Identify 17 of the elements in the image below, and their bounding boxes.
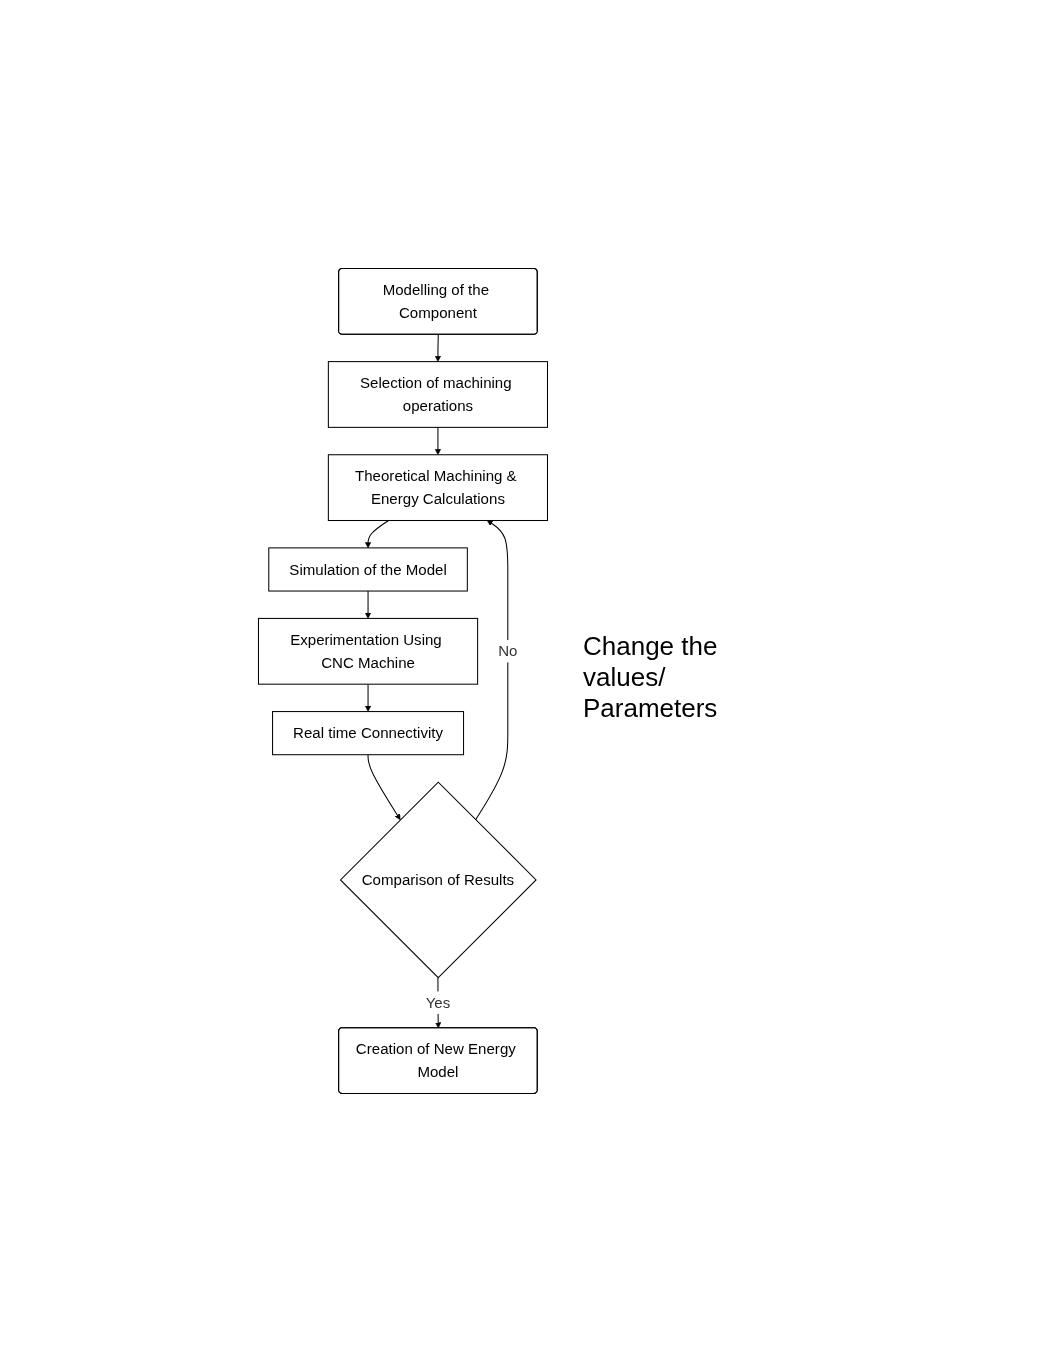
- arrow: [475, 520, 509, 821]
- arrow: [367, 754, 401, 821]
- flowchart: Yes No Modelling of the Component Selection of machining operations Theoretical Machining & Energy Calculations Simulation of the Model Experimentation Using CNC Machine Real time Connectivity Comparison of Results Creation of New Energy Model: [253, 263, 553, 1099]
- node-box: [257, 617, 479, 685]
- node-box: [268, 547, 468, 592]
- note: Change the values/ Parameters: [583, 630, 719, 724]
- arrow: [434, 334, 441, 362]
- edge-label: Yes: [425, 994, 451, 1012]
- arrow: [365, 520, 390, 549]
- arrow: [434, 426, 441, 456]
- arrow: [365, 590, 372, 619]
- node-box: [272, 711, 465, 756]
- arrow: [365, 683, 372, 712]
- edge-label: No: [498, 642, 518, 660]
- node-box: [327, 361, 548, 428]
- node-box: [327, 454, 548, 522]
- node-diamond: [339, 781, 537, 979]
